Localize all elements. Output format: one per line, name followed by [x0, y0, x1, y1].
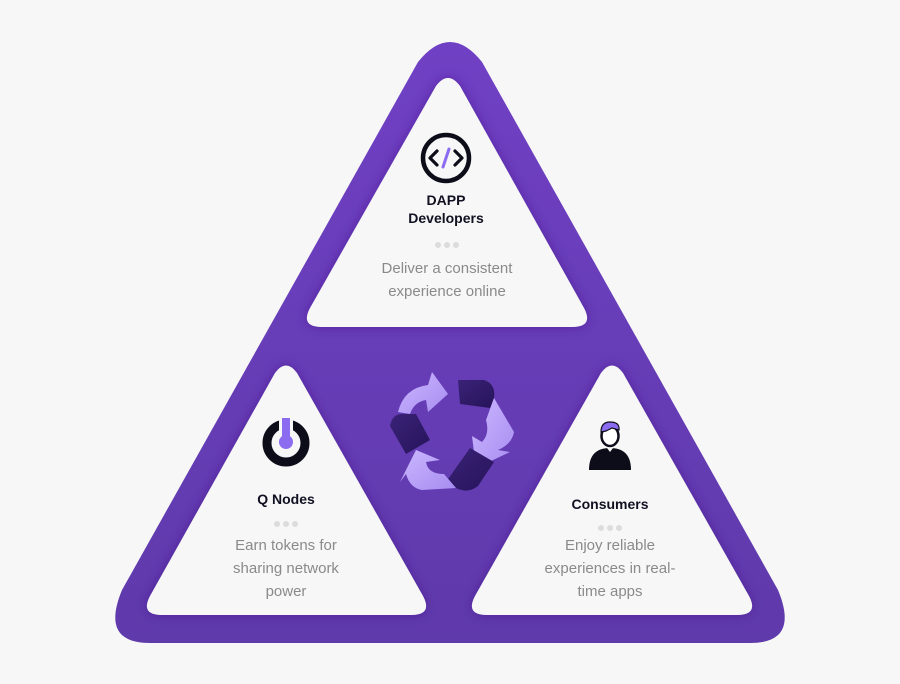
consumers-title: Consumers [571, 496, 649, 512]
power-icon [262, 417, 310, 467]
developers-title-line1: DAPP [426, 192, 466, 208]
recycle-icon [390, 372, 514, 491]
developers-title: DAPP Developers [408, 191, 483, 227]
panel-nodes [146, 365, 427, 615]
code-icon [420, 132, 472, 184]
consumers-divider-dots [598, 525, 622, 531]
developers-description: Deliver a consistent experience online [381, 260, 513, 300]
panel-consumers [471, 365, 753, 615]
nodes-title: Q Nodes [257, 491, 315, 507]
nodes-description: Earn tokens for sharing network power [233, 537, 339, 600]
panel-developers [306, 78, 588, 327]
consumers-description: Enjoy reliable experiences in real- time… [544, 537, 676, 600]
nodes-divider-dots [274, 521, 298, 527]
developers-title-line2: Developers [408, 210, 484, 226]
user-icon [589, 421, 631, 470]
developers-divider-dots [435, 242, 459, 248]
